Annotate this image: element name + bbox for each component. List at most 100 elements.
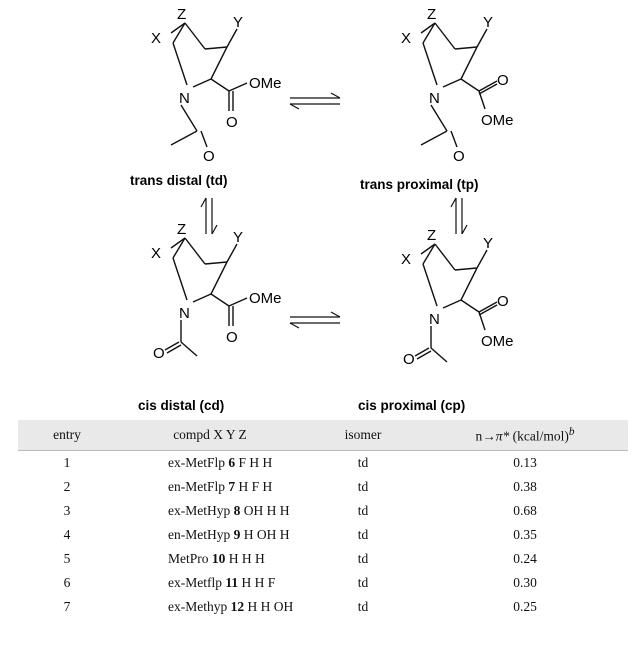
ester-carbonyl-oxygen: O — [226, 114, 238, 131]
cell-entry: 3 — [63, 502, 71, 518]
ester-group: OMe — [481, 333, 514, 350]
substituent-z: Z — [177, 221, 186, 238]
compd-name: ex-MetFlp — [168, 454, 225, 470]
ester-carbonyl-oxygen: O — [497, 72, 509, 89]
table-row: 2 en-MetFlp 7 H F H td 0.38 — [18, 475, 628, 499]
table-row: 5 MetPro 10 H H H td 0.24 — [18, 547, 628, 571]
header-energy-footnote: b — [568, 426, 575, 438]
table-row: 1 ex-MetFlp 6 F H H td 0.13 — [18, 450, 628, 475]
cell-entry: 1 — [63, 454, 71, 470]
cell-isomer: td — [357, 574, 369, 590]
acetyl-oxygen: O — [453, 148, 465, 165]
label-trans-proximal: trans proximal (tp) — [360, 177, 479, 192]
equilibrium-arrow-right — [450, 197, 468, 235]
cell-compd: ex-Methyp 12 H H OH — [116, 595, 304, 619]
table-row: 7 ex-Methyp 12 H H OH td 0.25 — [18, 595, 628, 619]
compd-name: ex-Metflp — [168, 574, 222, 590]
ester-group: OMe — [249, 75, 282, 92]
table-header-row: entry compd X Y Z isomer n→π* (kcal/mol)… — [18, 420, 628, 451]
cell-isomer: td — [357, 478, 369, 494]
substituent-z: Z — [427, 6, 436, 23]
ester-group: OMe — [249, 290, 282, 307]
compd-name: en-MetHyp — [168, 526, 231, 542]
cell-compd: en-MetHyp 9 H OH H — [116, 523, 304, 547]
isomer-structure-cp: Z X Y N O OMe O — [401, 227, 514, 368]
cell-compd: ex-MetFlp 6 F H H — [116, 450, 304, 475]
compd-xyz: H H H — [228, 550, 265, 566]
isomer-structure-td: Z X Y N OMe O O — [151, 6, 282, 165]
ester-group: OMe — [481, 112, 514, 129]
acetyl-oxygen: O — [153, 345, 165, 362]
compd-number: 6 — [228, 454, 236, 470]
equilibrium-arrow-left — [200, 197, 218, 235]
cell-entry: 2 — [63, 478, 71, 494]
acetyl-oxygen: O — [403, 351, 415, 368]
substituent-z: Z — [427, 227, 436, 244]
header-energy-unit: (kcal/mol) — [509, 428, 569, 444]
compd-number: 8 — [233, 502, 241, 518]
compd-xyz: H F H — [238, 478, 273, 494]
cell-energy: 0.68 — [513, 502, 537, 518]
nitrogen-atom: N — [179, 305, 190, 322]
header-compd: compd X Y Z — [116, 420, 304, 451]
isomer-equilibrium-scheme: Z X Y N OMe O O trans distal (td) Z X Y … — [130, 6, 514, 413]
header-energy-prefix: n→ — [475, 428, 496, 444]
cell-compd: en-MetFlp 7 H F H — [116, 475, 304, 499]
header-isomer: isomer — [304, 420, 422, 451]
compd-name: MetPro — [168, 550, 209, 566]
compd-number: 11 — [225, 574, 239, 590]
cell-energy: 0.13 — [513, 454, 537, 470]
compd-xyz: OH H H — [243, 502, 290, 518]
equilibrium-arrow-bottom — [289, 311, 341, 329]
cell-energy: 0.38 — [513, 478, 537, 494]
table-row: 6 ex-Metflp 11 H H F td 0.30 — [18, 571, 628, 595]
cell-energy: 0.30 — [513, 574, 537, 590]
label-cis-distal: cis distal (cd) — [138, 398, 224, 413]
ester-carbonyl-oxygen: O — [497, 293, 509, 310]
compd-xyz: H OH H — [243, 526, 290, 542]
compd-xyz: H H F — [241, 574, 276, 590]
equilibrium-arrow-top — [289, 92, 341, 110]
n-pi-energy-table: entry compd X Y Z isomer n→π* (kcal/mol)… — [18, 420, 628, 619]
cell-energy: 0.24 — [513, 550, 537, 566]
nitrogen-atom: N — [179, 90, 190, 107]
compd-number: 12 — [230, 598, 245, 614]
compd-xyz: F H H — [238, 454, 273, 470]
label-cis-proximal: cis proximal (cp) — [358, 398, 465, 413]
cell-energy: 0.35 — [513, 526, 537, 542]
cell-entry: 5 — [63, 550, 71, 566]
nitrogen-atom: N — [429, 90, 440, 107]
compd-number: 10 — [211, 550, 226, 566]
header-energy-pi: π* — [495, 428, 510, 444]
substituent-y: Y — [483, 14, 493, 31]
cell-isomer: td — [357, 598, 369, 614]
substituent-x: X — [151, 245, 161, 262]
substituent-x: X — [401, 251, 411, 268]
cell-isomer: td — [357, 526, 369, 542]
cell-compd: MetPro 10 H H H — [116, 547, 304, 571]
isomer-structure-cd: Z X Y N OMe O O — [151, 221, 282, 362]
isomer-structure-tp: Z X Y N O OMe O — [401, 6, 514, 165]
cell-entry: 6 — [63, 574, 71, 590]
compd-name: en-MetFlp — [168, 478, 225, 494]
cell-isomer: td — [357, 550, 369, 566]
compd-name: ex-Methyp — [168, 598, 228, 614]
compd-xyz: H H OH — [247, 598, 294, 614]
acetyl-oxygen: O — [203, 148, 215, 165]
compd-number: 7 — [228, 478, 236, 494]
header-energy: n→π* (kcal/mol)b — [422, 420, 628, 451]
ester-carbonyl-oxygen: O — [226, 329, 238, 346]
cell-compd: ex-Metflp 11 H H F — [116, 571, 304, 595]
substituent-y: Y — [233, 14, 243, 31]
substituent-x: X — [151, 30, 161, 47]
cell-isomer: td — [357, 454, 369, 470]
cell-entry: 7 — [63, 598, 71, 614]
substituent-y: Y — [233, 229, 243, 246]
cell-energy: 0.25 — [513, 598, 537, 614]
substituent-z: Z — [177, 6, 186, 23]
substituent-x: X — [401, 30, 411, 47]
label-trans-distal: trans distal (td) — [130, 173, 228, 188]
compd-name: ex-MetHyp — [168, 502, 231, 518]
cell-compd: ex-MetHyp 8 OH H H — [116, 499, 304, 523]
